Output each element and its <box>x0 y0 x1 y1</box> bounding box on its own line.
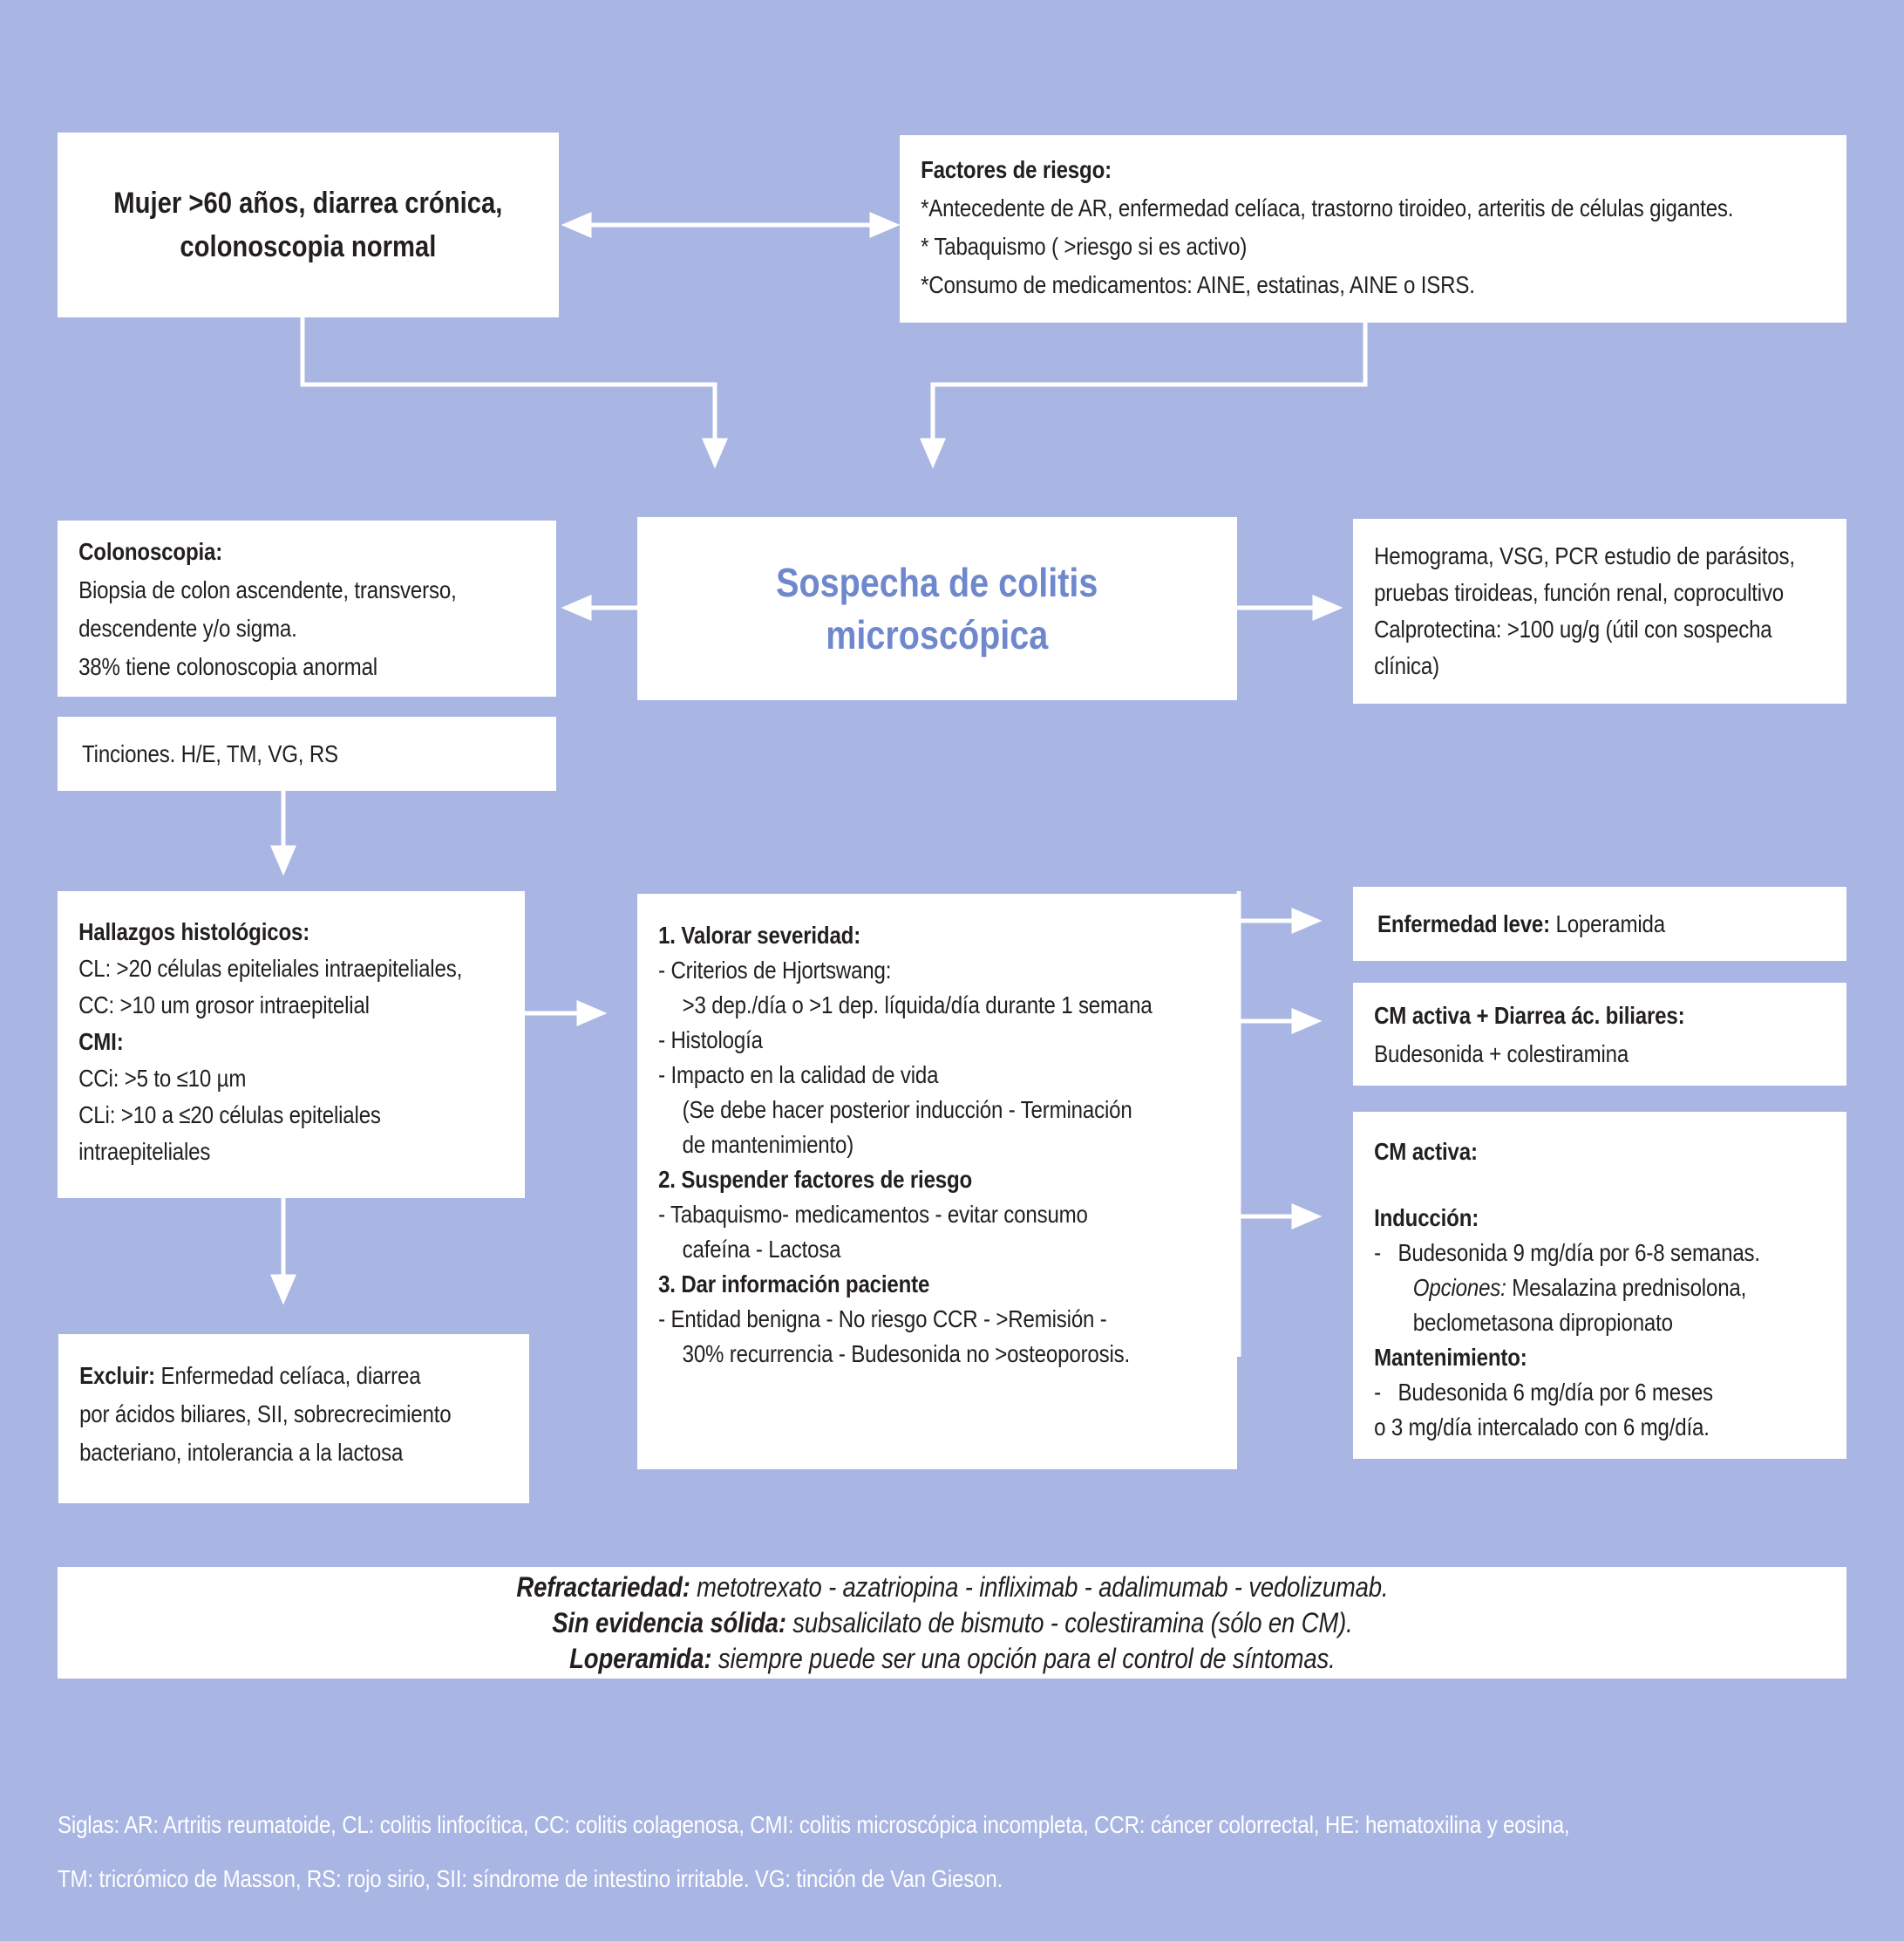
patient-line: colonoscopia normal <box>180 230 437 263</box>
bile-acid-box: CM activa + Diarrea ác. biliares: Budeso… <box>1353 983 1846 1086</box>
risk-factor-item: * Tabaquismo ( >riesgo si es activo) <box>921 233 1248 260</box>
management-line: de mantenimiento) <box>682 1131 854 1158</box>
management-line: cafeína - Lactosa <box>682 1236 841 1263</box>
histology-line: CLi: >10 a ≤20 células epiteliales <box>78 1101 381 1128</box>
suspicion-title: microscópica <box>826 612 1049 657</box>
histology-line: CL: >20 células epiteliales intraepiteli… <box>78 955 463 982</box>
mild-disease-value: Loperamida <box>1550 909 1666 937</box>
induction-line: - Budesonida 9 mg/día por 6-8 semanas. <box>1374 1239 1760 1266</box>
exclude-line: por ácidos biliares, SII, sobrecrecimien… <box>79 1400 452 1427</box>
management-line: 30% recurrencia - Budesonida no >osteopo… <box>682 1340 1131 1367</box>
maintenance-line: - Budesonida 6 mg/día por 6 meses <box>1374 1379 1713 1406</box>
labs-box: Hemograma, VSG, PCR estudio de parásitos… <box>1353 519 1846 704</box>
risk-factor-item: *Consumo de medicamentos: AINE, estatina… <box>921 271 1475 298</box>
management-line: >3 dep./día o >1 dep. líquida/día durant… <box>682 991 1153 1018</box>
abbreviations-line: TM: tricrómico de Masson, RS: rojo sirio… <box>58 1865 1003 1892</box>
colonoscopy-line: descendente y/o sigma. <box>78 615 297 642</box>
refractory-value: metotrexato - azatriopina - infliximab -… <box>690 1570 1388 1603</box>
colonoscopy-line: Biopsia de colon ascendente, transverso, <box>78 576 457 603</box>
induction-line: beclometasona dipropionato <box>1412 1309 1673 1336</box>
labs-line: clínica) <box>1374 652 1439 679</box>
management-line: - Histología <box>658 1026 763 1053</box>
refractory-label: Loperamida: <box>568 1642 712 1674</box>
options-label: Opciones: <box>1412 1274 1506 1301</box>
refractory-line: Sin evidencia sólida: subsalicilato de b… <box>516 1605 1388 1641</box>
refractory-value: subsalicilato de bismuto - colestiramina… <box>785 1606 1353 1638</box>
patient-box: Mujer >60 años, diarrea crónica, colonos… <box>58 133 559 317</box>
management-step-title: 3. Dar información paciente <box>658 1270 930 1297</box>
suspicion-title: Sospecha de colitis <box>776 560 1098 605</box>
management-line: - Impacto en la calidad de vida <box>658 1061 939 1088</box>
colonoscopy-line: 38% tiene colonoscopia anormal <box>78 653 377 680</box>
suspicion-box: Sospecha de colitis microscópica <box>637 517 1237 700</box>
histology-line: intraepiteliales <box>78 1138 211 1165</box>
mild-disease-box: Enfermedad leve: Loperamida <box>1353 887 1846 961</box>
exclude-line: Excluir: Enfermedad celíaca, diarrea <box>79 1357 442 1395</box>
stains-text: Tinciones. H/E, TM, VG, RS <box>82 739 338 767</box>
exclude-box: Excluir: Enfermedad celíaca, diarrea por… <box>58 1334 529 1503</box>
management-line: - Criterios de Hjortswang: <box>658 957 892 984</box>
labs-line: pruebas tiroideas, función renal, coproc… <box>1374 579 1785 606</box>
refractory-line: Loperamida: siempre puede ser una opción… <box>516 1641 1388 1677</box>
spacer <box>1374 1169 1757 1201</box>
histology-line: CC: >10 um grosor intraepitelial <box>78 991 370 1018</box>
risk-factors-box: Factores de riesgo: *Antecedente de AR, … <box>900 135 1846 323</box>
exclude-value: Enfermedad celíaca, diarrea <box>155 1362 421 1389</box>
abbreviations-line: Siglas: AR: Artritis reumatoide, CL: col… <box>58 1811 1570 1838</box>
histology-line: CCi: >5 to ≤10 µm <box>78 1065 247 1092</box>
refractory-value: siempre puede ser una opción para el con… <box>711 1642 1336 1674</box>
labs-line: Calprotectina: >100 ug/g (útil con sospe… <box>1374 616 1772 643</box>
active-cm-box: CM activa: Inducción: - Budesonida 9 mg/… <box>1353 1112 1846 1459</box>
abbreviations: Siglas: AR: Artritis reumatoide, CL: col… <box>58 1798 1853 1906</box>
risk-factor-item: *Antecedente de AR, enfermedad celíaca, … <box>921 194 1734 221</box>
exclude-label: Excluir: <box>79 1362 156 1389</box>
maintenance-line: o 3 mg/día intercalado con 6 mg/día. <box>1374 1413 1710 1440</box>
mild-disease-line: Enfermedad leve: Loperamida <box>1377 906 1665 943</box>
management-step-title: 1. Valorar severidad: <box>658 922 861 949</box>
management-line: (Se debe hacer posterior inducción - Ter… <box>682 1096 1132 1123</box>
management-line: - Tabaquismo- medicamentos - evitar cons… <box>658 1201 1088 1228</box>
exclude-line: bacteriano, intolerancia a la lactosa <box>79 1439 404 1466</box>
bile-acid-title: CM activa + Diarrea ác. biliares: <box>1374 1002 1685 1029</box>
mild-disease-label: Enfermedad leve: <box>1377 909 1551 937</box>
management-box: 1. Valorar severidad: - Criterios de Hjo… <box>637 894 1237 1469</box>
colonoscopy-title: Colonoscopia: <box>78 538 223 565</box>
maintenance-title: Mantenimiento: <box>1374 1344 1527 1371</box>
histology-subtitle: CMI: <box>78 1028 124 1055</box>
refractory-label: Refractariedad: <box>516 1570 690 1603</box>
active-cm-title: CM activa: <box>1374 1138 1478 1165</box>
patient-line: Mujer >60 años, diarrea crónica, <box>113 187 503 220</box>
induction-title: Inducción: <box>1374 1204 1479 1231</box>
bile-acid-line: Budesonida + colestiramina <box>1374 1040 1629 1067</box>
induction-line: Opciones: Mesalazina prednisolona, <box>1374 1270 1757 1305</box>
risk-factors-title: Factores de riesgo: <box>921 156 1112 183</box>
refractory-box: Refractariedad: metotrexato - azatriopin… <box>58 1567 1846 1679</box>
management-step-title: 2. Suspender factores de riesgo <box>658 1166 973 1193</box>
histology-box: Hallazgos histológicos: CL: >20 células … <box>58 891 525 1198</box>
colonoscopy-box: Colonoscopia: Biopsia de colon ascendent… <box>58 521 556 697</box>
options-value: Mesalazina prednisolona, <box>1506 1274 1747 1301</box>
connector-riskfactors-suspicion <box>920 323 1368 469</box>
refractory-line: Refractariedad: metotrexato - azatriopin… <box>516 1570 1388 1605</box>
connector-patient-suspicion <box>300 317 728 469</box>
stains-box: Tinciones. H/E, TM, VG, RS <box>58 717 556 791</box>
refractory-label: Sin evidencia sólida: <box>551 1606 786 1638</box>
management-line: - Entidad benigna - No riesgo CCR - >Rem… <box>658 1305 1107 1332</box>
labs-line: Hemograma, VSG, PCR estudio de parásitos… <box>1374 542 1795 569</box>
histology-title: Hallazgos histológicos: <box>78 918 310 945</box>
